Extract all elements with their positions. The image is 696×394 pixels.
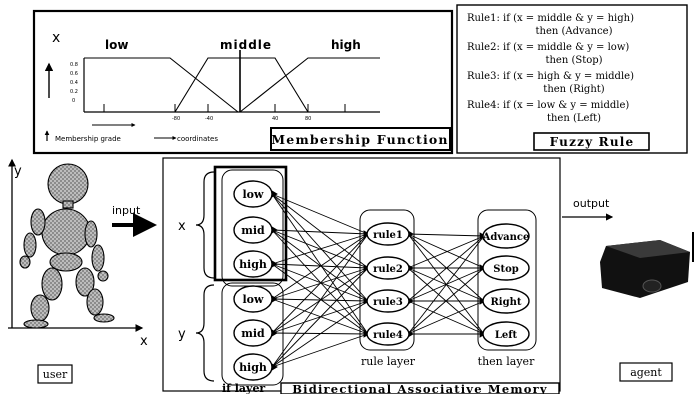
x-tick: -40 [205,116,213,122]
if-layer-label: high [239,258,267,271]
rule-layer-label: rule1 [373,230,403,241]
agent-panel: output agent [562,197,693,381]
then-layer-label: Right [491,297,522,308]
rule-line: Rule2: if (x = middle & y = low) [467,42,629,53]
bam-network: x y low mid high low mid high rule1 rule2 rule3… [163,158,560,394]
x-group-label: x [178,219,186,234]
rule-line: Rule4: if (x = low & y = middle) [467,100,629,111]
y-tick: 0.8 [70,62,78,68]
user-x-label: x [140,334,148,349]
user-y-label: y [14,164,22,179]
if-layer-label: mid [241,327,265,340]
then-layer-label: then layer [478,355,535,368]
membership-middle-label: middle [220,38,272,52]
rule-line: then (Stop) [545,55,602,66]
membership-function-panel: x low middle high 0.8 0.6 0.4 0.2 0 -80 [34,11,452,153]
user-label: user [43,368,68,381]
input-label: input [112,204,141,217]
rule-layer-label: rule3 [373,297,403,308]
agent-label: agent [630,366,662,379]
legend-membership-grade: Membership grade [55,135,121,143]
membership-function-title: Membership Function [271,132,448,147]
if-layer-label: low [243,188,265,201]
rule-layer-label: rule2 [373,264,403,275]
x-tick: 40 [272,116,278,122]
rule-layer-label: rule4 [373,330,403,341]
y-tick: 0.6 [70,71,78,77]
membership-high-label: high [331,38,361,52]
x-tick: 80 [305,116,311,122]
fuzzy-rule-title: Fuzzy Rule [550,135,635,149]
rule-layer-label: rule layer [361,355,416,368]
bam-title: Bidirectional Associative Memory [292,382,548,394]
if-layer-label: high [239,361,267,374]
robot-agent-icon [600,232,693,298]
y-group-label: y [178,327,186,342]
if-layer-label: mid [241,224,265,237]
x-tick: -80 [172,116,180,122]
rule-line: then (Left) [547,113,601,124]
fuzzy-rule-panel: Rule1: if (x = middle & y = high) then (… [457,5,687,153]
user-panel: y x user input [8,160,153,383]
y-tick: 0 [72,98,75,104]
y-tick: 0.2 [70,89,78,95]
rule-line: Rule1: if (x = middle & y = high) [467,13,634,24]
rule-line: then (Advance) [536,26,613,37]
if-layer-label: low [243,293,265,306]
then-layer-label: Left [495,330,518,341]
then-layer-label: Advance [482,232,530,243]
legend-coordinates: coordinates [177,135,218,143]
y-tick: 0.4 [70,80,78,86]
if-layer-label: if layer [222,382,265,394]
rule-line: then (Right) [543,84,604,95]
mannequin-figure [20,164,114,328]
then-layer-label: Stop [493,264,519,275]
output-label: output [573,197,610,210]
rule-line: Rule3: if (x = high & y = middle) [467,71,634,82]
membership-x-label: x [52,30,60,46]
membership-low-label: low [105,38,128,52]
